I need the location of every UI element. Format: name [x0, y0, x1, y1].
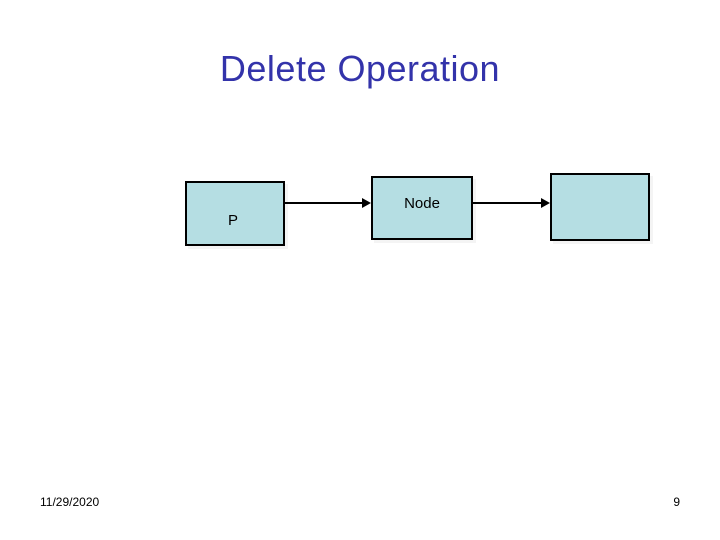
- arrowhead-icon: [541, 198, 550, 208]
- footer-date: 11/29/2020: [40, 495, 100, 509]
- diagram-node-tail: [550, 173, 650, 241]
- diagram-node-p: P: [185, 181, 285, 246]
- arrowhead-icon: [362, 198, 371, 208]
- diagram-node-p-label: P: [227, 212, 238, 229]
- footer-page-number: 9: [673, 495, 680, 509]
- page-title: Delete Operation: [219, 48, 501, 89]
- arrow-p-to-node: [285, 197, 371, 209]
- arrow-shaft: [473, 202, 542, 204]
- arrow-node-to-tail: [473, 197, 550, 209]
- diagram-node-node: Node: [371, 176, 473, 240]
- diagram-node-node-label: Node: [404, 194, 440, 212]
- arrow-shaft: [285, 202, 363, 204]
